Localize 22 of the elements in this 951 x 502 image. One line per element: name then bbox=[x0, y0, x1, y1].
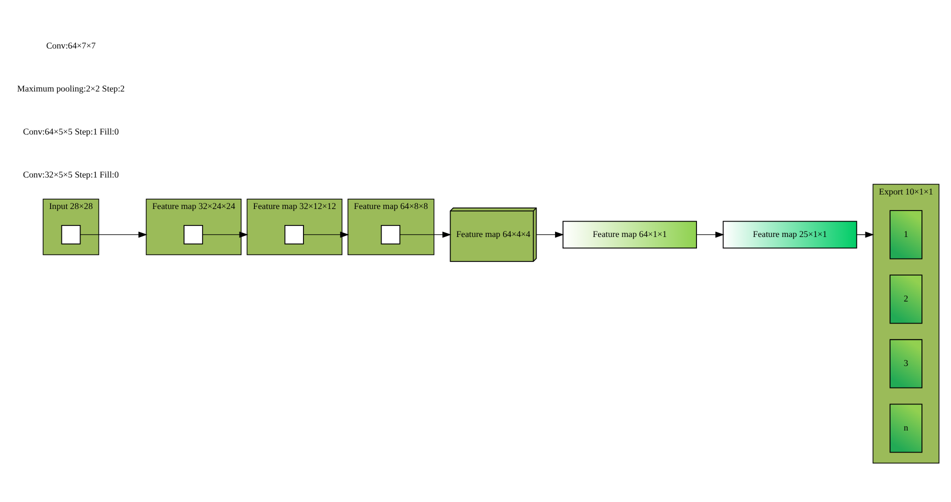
node-box bbox=[184, 224, 204, 244]
node-box bbox=[380, 224, 400, 244]
node-box: n bbox=[890, 404, 922, 453]
arrow bbox=[80, 232, 148, 238]
label: Conv:64×5×5 Step:1 Fill:0 bbox=[23, 126, 119, 137]
node-box: 2 bbox=[890, 274, 922, 324]
node-box: 3 bbox=[890, 339, 922, 388]
node-box: 1 bbox=[890, 210, 922, 260]
label: Conv:64×7×7 bbox=[46, 40, 96, 51]
label: Conv:32×5×5 Step:1 Fill:0 bbox=[23, 170, 119, 180]
arrow bbox=[696, 232, 724, 238]
arrow bbox=[536, 232, 564, 238]
arrow bbox=[202, 232, 248, 238]
node-box bbox=[61, 224, 81, 244]
arrow bbox=[303, 232, 350, 238]
cluster: Feature map 64×8×8 bbox=[348, 198, 434, 256]
cluster: Input 28×28 bbox=[42, 198, 100, 256]
label: Maximum pooling:2×2 Step:2 bbox=[17, 84, 125, 94]
node-box bbox=[284, 224, 304, 244]
arrow bbox=[400, 232, 452, 238]
node-box: Feature map 64×1×1 bbox=[562, 220, 697, 248]
node-box: Feature map 25×1×1 bbox=[722, 220, 858, 248]
